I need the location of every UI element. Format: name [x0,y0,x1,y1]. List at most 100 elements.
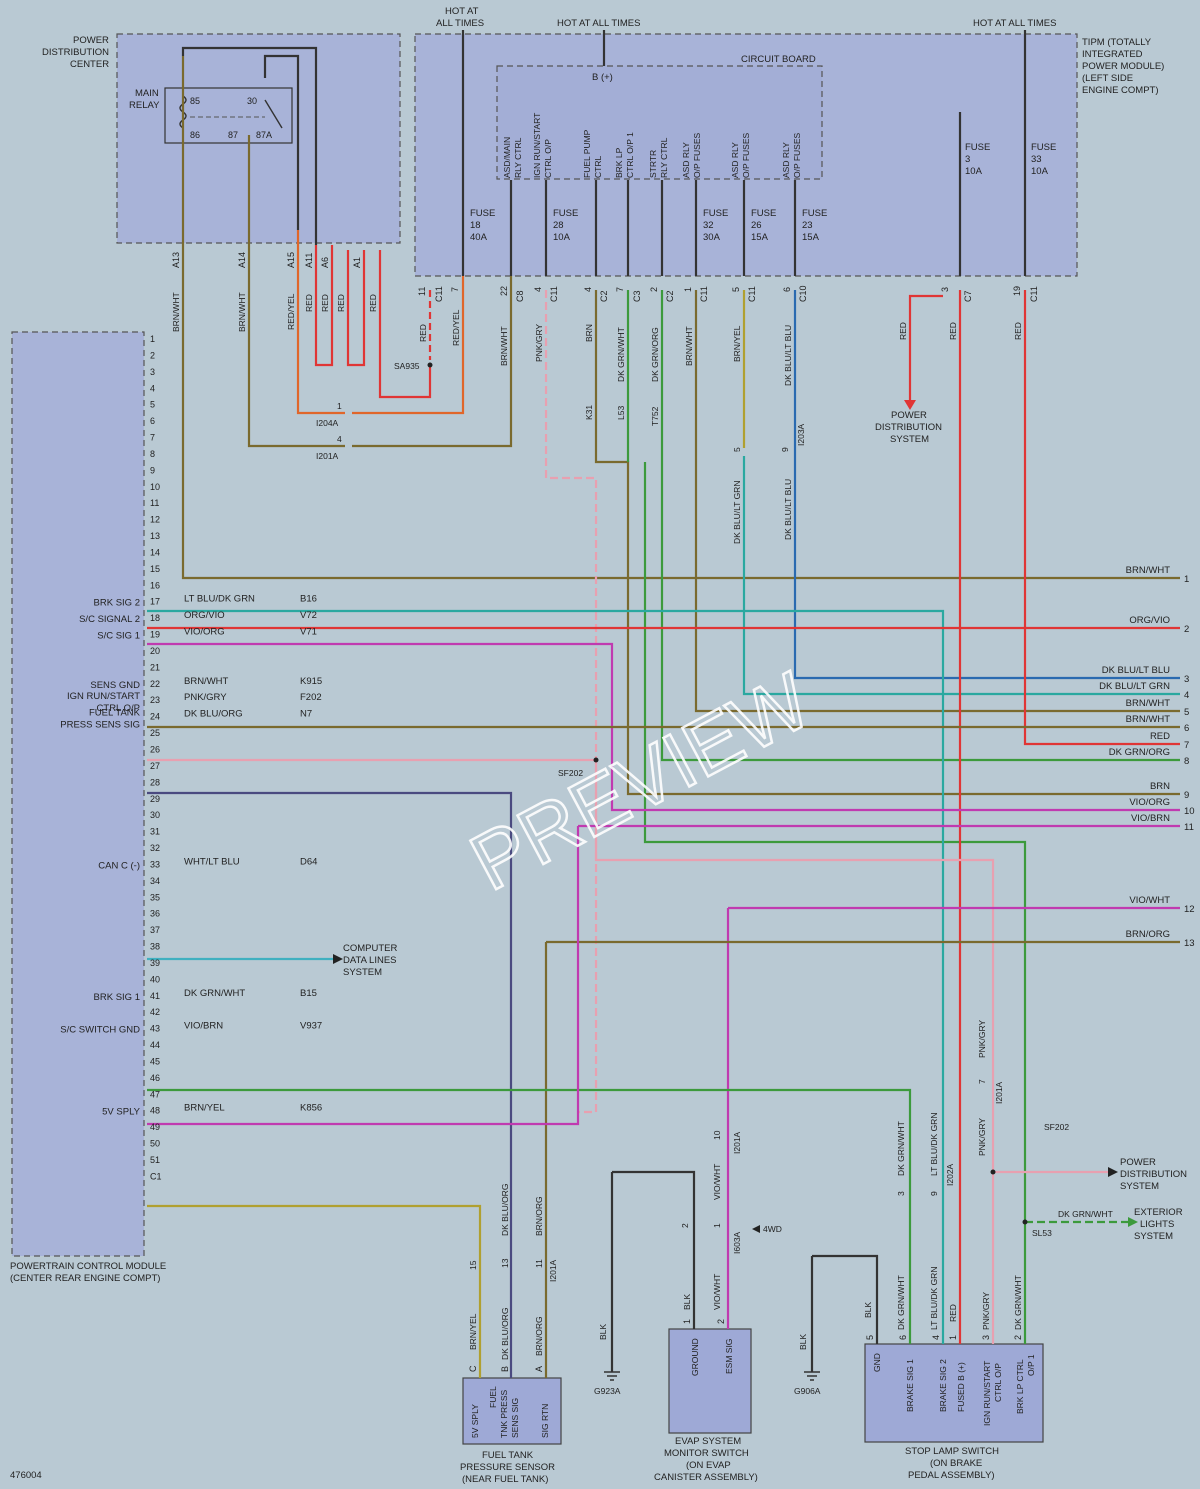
wire-a13-brn-wht [181,56,1180,580]
fuel-pin-b: B [500,1366,510,1372]
fuse-33-num: 33 [1031,154,1042,165]
arrow-ext [1128,1217,1138,1227]
sls-pin-6: 6 [898,1335,908,1340]
right-wire-num-9: 9 [1184,790,1189,801]
sls-pin-1: 1 [948,1335,958,1340]
sls-pin-3: 3 [981,1335,991,1340]
uw-10: PNK/GRY [534,324,544,362]
pcm-pin-1: 1 [150,334,155,344]
pcm-sig-name-19: S/C SIG 1 [97,631,140,642]
board-label-15: O/P FUSES [792,132,802,178]
pcm-pin-17: 17 [150,597,160,607]
right-wire-label-4: DK BLU/LT GRN [1099,681,1170,692]
evap-pin-2: 2 [716,1319,726,1324]
pds-ref-3: SYSTEM [890,434,929,445]
evap-label-ground: GROUND [690,1338,700,1376]
pcm-sig-name-22: SENS GND [90,680,140,691]
inline-20: 11 [534,1259,544,1268]
right-wire-num-2: 2 [1184,624,1189,635]
fuel-title-3: (NEAR FUEL TANK) [462,1474,548,1485]
pcm-sig-wire-19: VIO/ORG [184,627,225,638]
wire-stop-gnd [810,1254,879,1372]
right-wire-num-11: 11 [1184,822,1194,833]
tipm-pin-8: 5 [731,287,741,292]
tipm-conn-6: C11 [699,286,709,302]
relay-label-1: MAIN [135,88,159,99]
pcm-pin-27: 27 [150,761,160,771]
fuse-28-amp: 10A [553,232,571,243]
inline-10: I201A [732,1131,742,1154]
tipm-conn-9: C7 [963,290,973,302]
pcm-sig-wire-22: BRN/WHT [184,676,229,687]
pcm-pin-48: 48 [150,1106,160,1116]
pcm-pin-42: 42 [150,1007,160,1017]
wire-a1-red [378,250,432,399]
uw-8: RED [418,324,428,342]
pcm-pin-30: 30 [150,810,160,820]
wire-brn-org-13 [544,940,1180,1378]
pcm-sig-wire-18: ORG/VIO [184,610,225,621]
sls-label-4: IGN RUN/START [982,1361,992,1426]
inline-2: 4 [337,434,342,444]
inline-15: 3 [896,1191,906,1196]
tipm-pin-0: 11 [417,287,427,296]
power-distribution-center-box [116,33,401,244]
uw-12: DK GRN/WHT [616,327,626,382]
uw-15: BRN/YEL [732,325,742,362]
right-wire-num-3: 3 [1184,674,1189,685]
relay-pin-85: 85 [190,96,200,106]
inline-11: 2 [680,1223,690,1228]
relay-label-2: RELAY [129,100,160,111]
tipm-title-5: ENGINE COMPT) [1082,85,1159,96]
pcm-pin-22: 22 [150,679,160,689]
fuse-3-num: 3 [965,154,970,165]
pcm-pin-13: 13 [150,531,160,541]
tipm-conn-2: C11 [549,286,559,302]
pcm-sig-name-17: BRK SIG 2 [94,598,140,609]
hot-label-1b: ALL TIMES [436,18,484,29]
wire-a15-red-yel [296,230,465,415]
inline-12: 1 [712,1223,722,1228]
pdc-pin-a1: A1 [352,257,362,268]
pcm-pin-21: 21 [150,662,160,672]
right-wire-label-3: DK BLU/LT BLU [1102,665,1170,676]
uw-4: RED [320,294,330,312]
arrow-cdl [333,954,343,964]
fuel-title-1: FUEL TANK [482,1450,534,1461]
right-wire-label-12: VIO/WHT [1129,895,1170,906]
pcm-pin-43: 43 [150,1024,160,1034]
fuse-32-num: 32 [703,220,714,231]
tipm-title-3: POWER MODULE) [1082,61,1164,72]
tipm-conn-3: C2 [599,290,609,302]
right-wire-label-7: RED [1150,731,1170,742]
fuse-33-amp: 10A [1031,166,1049,177]
right-wire-num-7: 7 [1184,740,1189,751]
pcm-sig-name-23: IGN RUN/START [67,691,140,702]
tipm-title-4: (LEFT SIDE [1082,73,1133,84]
pcm-pin-9: 9 [150,465,155,475]
circuit-codes: K31 L53 T752 [584,405,660,426]
pcm-sig-code-22: K915 [300,676,322,687]
right-wire-label-5: BRN/WHT [1126,698,1171,709]
tipm-title-2: INTEGRATED [1082,49,1143,60]
right-wire-label-10: VIO/ORG [1129,797,1170,808]
wire-red-pds [908,294,943,400]
pcm-sig-code-41: B15 [300,988,317,999]
fuel-pin-c: C [468,1365,478,1372]
board-label-0: ASD/MAIN [502,137,512,178]
wire-vio-wht-12 [726,906,1180,1329]
pcm-pin-47: 47 [150,1089,160,1099]
sls-label-6: BRK LP CTRL [1015,1359,1025,1414]
pcm-pin-33: 33 [150,859,160,869]
pcm-sig-code-23: F202 [300,692,322,703]
tipm-pin-11: 19 [1012,286,1022,296]
pcm-sig-wire-24: DK BLU/ORG [184,709,243,720]
fuse-32-amp: 30A [703,232,721,243]
uw-18: RED [948,322,958,340]
right-wire-num-5: 5 [1184,707,1189,718]
board-label-11: O/P FUSES [692,132,702,178]
board-label-4: FUEL PUMP [582,129,592,178]
pcm-sig-code-48: K856 [300,1103,322,1114]
bw-11: BLK [598,1324,608,1340]
